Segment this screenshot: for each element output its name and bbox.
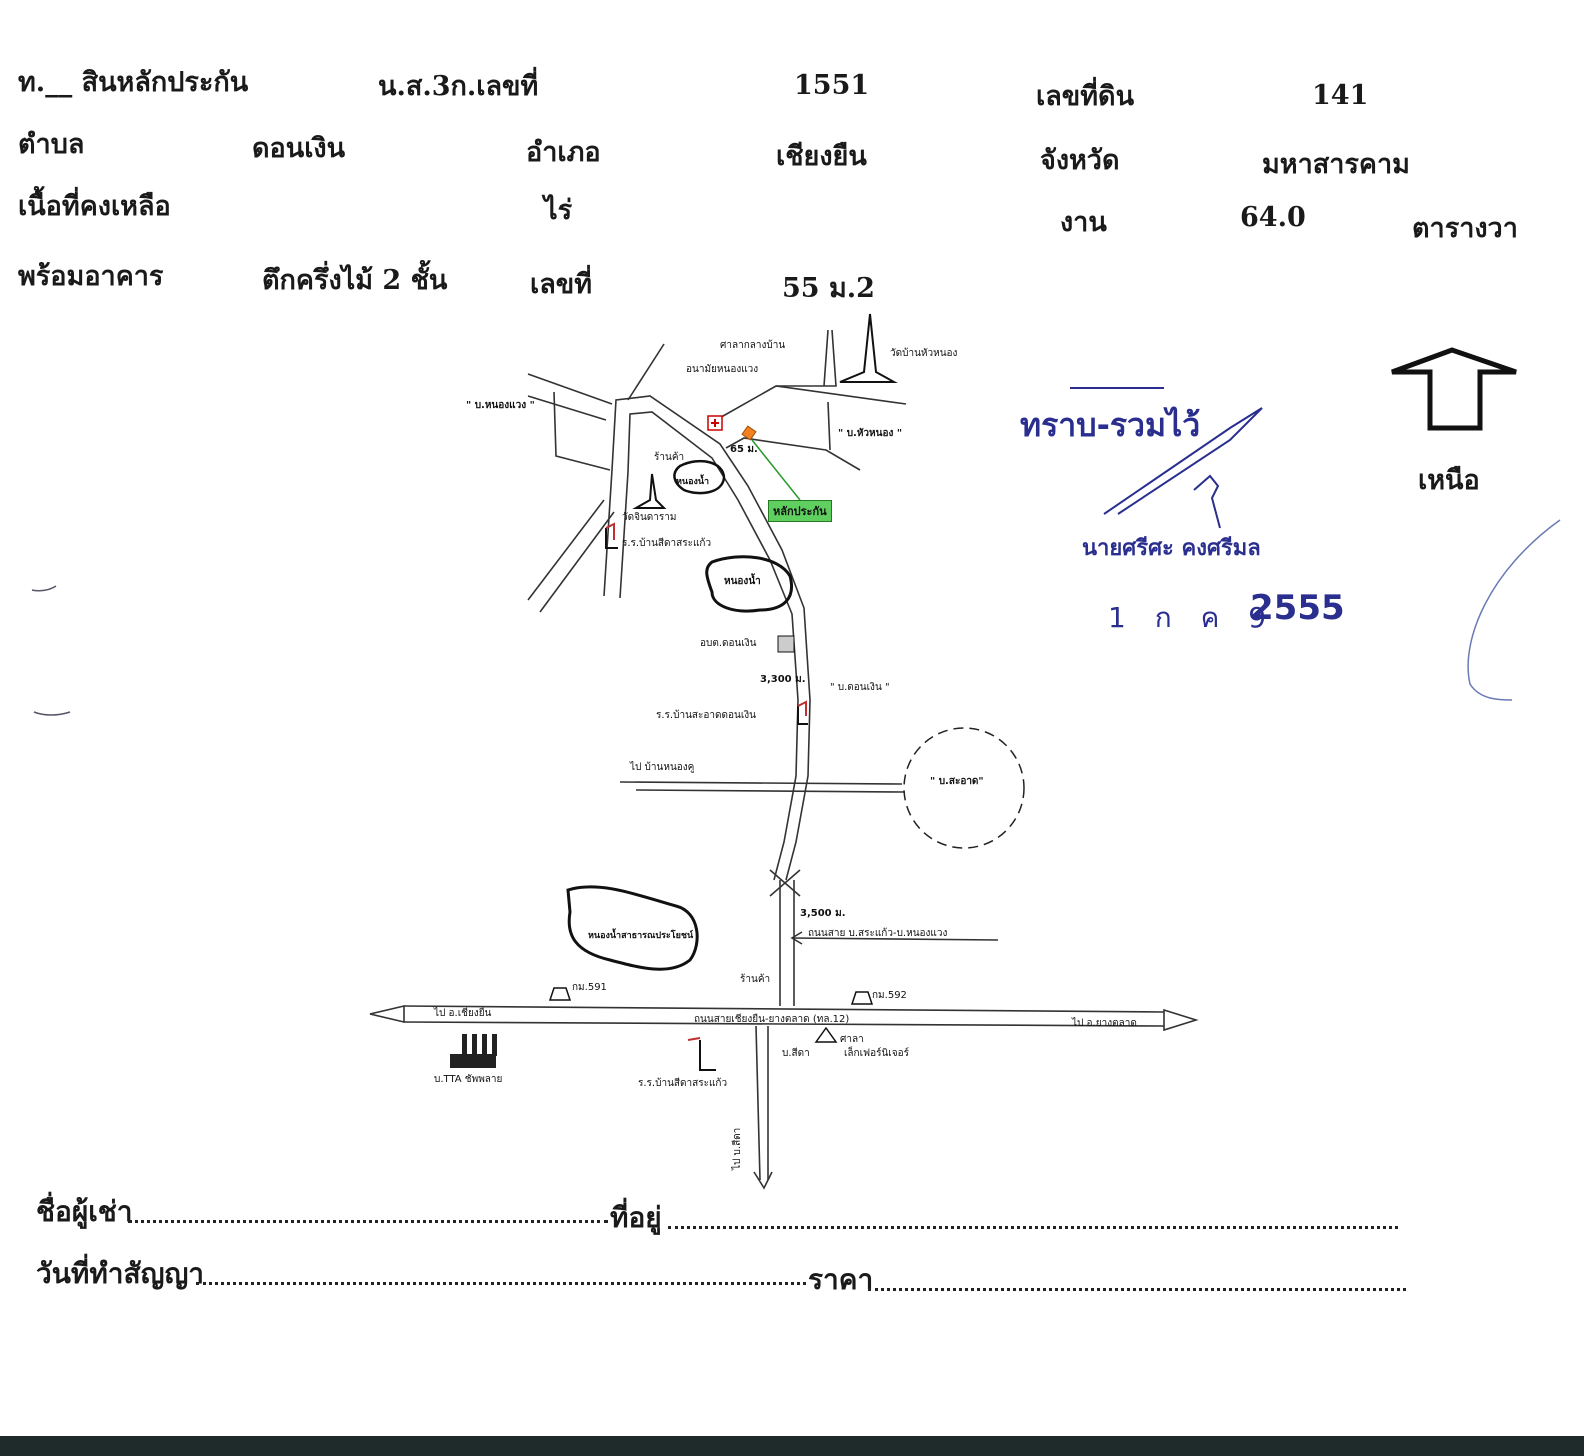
address-blank[interactable] (668, 1226, 1398, 1229)
province-value: มหาสารคาม (1262, 149, 1410, 180)
deed-number-value: 1551 (794, 70, 870, 101)
north-label: เหนือ (1418, 465, 1480, 496)
map-label-school-2: ร.ร.บ้านสะอาดดอนเงิน (656, 710, 756, 721)
map-label-shop-2: ร้านค้า (740, 974, 771, 985)
contract-date-label: วันที่ทำสัญญา (36, 1257, 205, 1290)
subdistrict-label: ตำบล (18, 129, 85, 160)
address-label: ที่อยู่ (610, 1201, 662, 1234)
shelter-icon (814, 1026, 838, 1043)
stamp-date-day: 1 ก ค 9 (1108, 601, 1277, 634)
building-type: ตึกครึ่งไม้ 2 ชั้น (262, 265, 448, 296)
province-label: จังหวัด (1040, 145, 1120, 176)
map-label-furniture: เล็กเฟอร์นิเจอร์ (844, 1048, 909, 1059)
map-label-sao-office: อบต.ดอนเงิน (700, 638, 757, 649)
house-number-label: เลขที่ (530, 269, 593, 300)
factory-icon (450, 1034, 497, 1068)
map-label-pavilion: ศาลา (840, 1034, 864, 1045)
house-number-value: 55 ม.2 (782, 273, 875, 304)
map-label-temple-huanong: วัดบ้านหัวหนอง (890, 348, 958, 359)
land-number-label: เลขที่ดิน (1036, 81, 1135, 112)
district-label: อำเภอ (526, 137, 601, 168)
price-label: ราคา (808, 1263, 874, 1296)
collateral-label: ท.__ สินหลักประกัน (18, 67, 249, 98)
temple-icon-2 (632, 473, 667, 509)
rai-unit: ไร่ (544, 195, 573, 226)
map-label-to-chiangyuen: ไป อ.เชียงยืน (434, 1008, 492, 1019)
map-label-saard: " บ.สะอาด" (930, 776, 984, 787)
map-label-shop-1: ร้านค้า (654, 452, 685, 463)
map-label-to-nongku: ไป บ้านหนองคู (630, 762, 695, 773)
map-label-pond-small: หนองน้ำ (676, 477, 710, 487)
collateral-marker-icon (741, 425, 757, 441)
km-marker-icon (548, 987, 572, 1001)
map-label-km591: กม.591 (572, 982, 607, 993)
map-label-3300m: 3,300 ม. (760, 674, 806, 685)
km-marker-icon-2 (850, 991, 874, 1005)
map-label-health-station: อนามัยหนองแวง (686, 364, 759, 375)
map-label-srakaew-road: ถนนสาย บ.สระแก้ว-บ.หนองแวง (808, 928, 948, 939)
subdistrict-value: ดอนเงิน (252, 133, 346, 164)
temple-icon (839, 313, 898, 383)
contract-date-blank[interactable] (196, 1282, 806, 1285)
map-label-sida: บ.สีดา (782, 1048, 810, 1059)
map-label-school-3: ร.ร.บ้านสีดาสระแก้ว (638, 1078, 728, 1089)
map-label-to-yangtalat: ไป อ.ยางตลาด (1072, 1018, 1137, 1029)
map-label-huanong: " บ.หัวหนอง " (838, 428, 903, 439)
map-label-tta-supply: บ.TTA ชัพพลาย (434, 1074, 503, 1085)
office-icon (777, 635, 795, 653)
map-label-km592: กม.592 (872, 990, 907, 1001)
square-wa-value: 64.0 (1240, 202, 1306, 233)
map-label-nongwaeng: " บ.หนองแวง " (466, 400, 535, 411)
tenant-blank[interactable] (128, 1220, 608, 1223)
map-label-school-1: ร.ร.บ้านสีดาสระแก้ว (622, 538, 712, 549)
square-wa-unit: ตารางวา (1412, 213, 1518, 244)
collateral-badge: หลักประกัน (768, 500, 832, 522)
deed-number-label: น.ส.3ก.เลขที่ (378, 71, 539, 102)
map-label-temple-jinda: วัดจินดาราม (622, 512, 677, 523)
district-value: เชียงยืน (776, 141, 867, 172)
stamp-date-year: 2555 (1250, 588, 1345, 628)
map-label-pond: หนองน้ำ (724, 576, 761, 587)
map-label-village-hall: ศาลากลางบ้าน (720, 340, 786, 351)
land-number-value: 141 (1312, 80, 1369, 111)
price-blank[interactable] (868, 1288, 1406, 1291)
map-label-to-sida: ไป บ.สีดา (732, 1127, 743, 1170)
map-label-donngoen: " บ.ดอนเงิน " (830, 682, 890, 693)
building-label: พร้อมอาคาร (18, 261, 164, 292)
north-arrow-icon (1391, 347, 1517, 431)
map-label-3500m: 3,500 ม. (800, 908, 846, 919)
ngan-unit: งาน (1060, 207, 1107, 238)
signer-name: นายศรีศะ คงศรีมล (1082, 536, 1261, 561)
scan-bottom-edge (0, 1436, 1584, 1456)
map-label-public-pond: หนองน้ำสาธารณประโยชน์ (588, 931, 694, 941)
map-label-65m: 65 ม. (730, 444, 758, 455)
tenant-label: ชื่อผู้เช่า (36, 1195, 133, 1228)
map-label-highway: ถนนสายเชียงยืน-ยางตลาด (ทล.12) (694, 1014, 850, 1025)
remaining-area-label: เนื้อที่คงเหลือ (18, 191, 171, 222)
acknowledged-stamp: ทราบ-รวมไว้ (1020, 406, 1201, 444)
